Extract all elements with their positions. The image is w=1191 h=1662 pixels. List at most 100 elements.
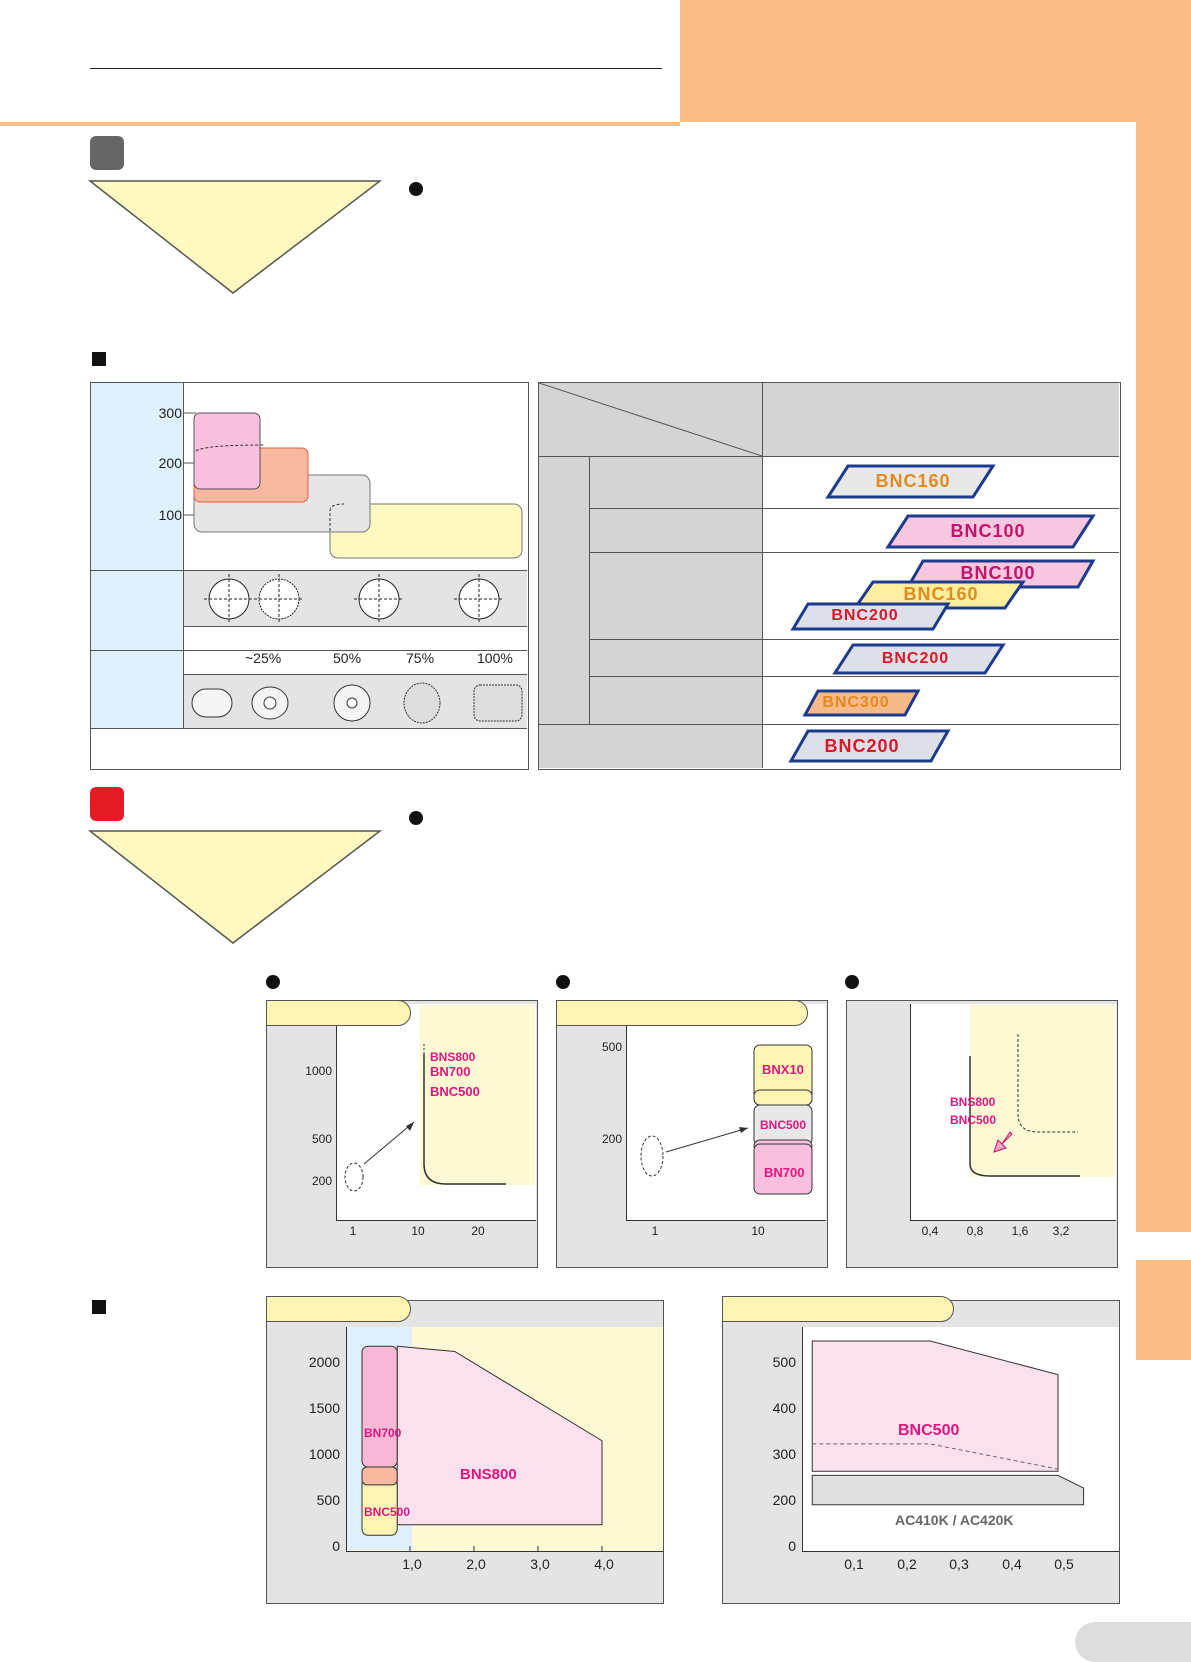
- pct-50: 50%: [333, 650, 362, 666]
- br-y-300: 300: [772, 1446, 796, 1462]
- panel-a-y-500: 500: [311, 1132, 332, 1146]
- panel-b-label-bnc500: BNC500: [760, 1118, 807, 1132]
- grade-label-6: BNC200: [881, 650, 950, 667]
- area-bns800: [396, 1345, 603, 1526]
- panel-a-x-1: 1: [349, 1224, 357, 1238]
- panel-a-label-bn700: BN700: [430, 1064, 471, 1079]
- bl-label-bns800: BNS800: [460, 1466, 517, 1483]
- bottom-right-areas: [811, 1340, 1085, 1506]
- grade-label-2: BNC100: [950, 520, 1026, 541]
- panel-c-curve: [969, 1034, 1080, 1177]
- square-marker-2: [92, 1300, 106, 1314]
- left-chart-side-col: [91, 383, 183, 728]
- panel-b-y-200: 200: [601, 1132, 622, 1146]
- br-y-200: 200: [772, 1492, 796, 1508]
- grade-table-diagonal: [539, 383, 762, 456]
- panel-a-x-20: 20: [471, 1224, 485, 1238]
- area-bn700: [361, 1345, 398, 1468]
- yellow-triangle-1: [88, 180, 383, 294]
- br-dashed-line: [812, 1443, 1059, 1470]
- panel-c-x-08: 0,8: [966, 1224, 984, 1238]
- panel-c-label-bns800: BNS800: [950, 1095, 996, 1109]
- grade-label-3: BNC100: [960, 562, 1036, 583]
- br-y-500: 500: [772, 1354, 796, 1370]
- bl-x-10: 1,0: [402, 1556, 422, 1572]
- pct-100: 100%: [477, 650, 513, 666]
- cylinder-part-icon: [191, 688, 233, 718]
- bl-y-2000: 2000: [308, 1354, 340, 1370]
- panel-b-x-10: 10: [751, 1224, 765, 1238]
- panel-a-label-bns800: BNS800: [430, 1050, 476, 1064]
- br-x-02: 0,2: [897, 1556, 917, 1572]
- panel-b-label-bn700: BN700: [764, 1165, 805, 1180]
- area-pink: [193, 412, 261, 490]
- yellow-triangle-2: [88, 830, 383, 944]
- panel-b-label-bnx10: BNX10: [762, 1062, 804, 1077]
- grade-label-4: BNC160: [903, 583, 979, 604]
- bl-x-20: 2,0: [466, 1556, 486, 1572]
- bottom-left-tab: [266, 1296, 411, 1322]
- bl-y-1500: 1500: [308, 1400, 340, 1416]
- panel-c-label-bnc500: BNC500: [950, 1113, 997, 1127]
- table-hline-3: [589, 639, 1119, 640]
- shape-round-icon: [204, 574, 254, 624]
- br-label-ac410k: AC410K / AC420K: [895, 1512, 1014, 1528]
- left-y-tick-100: 100: [158, 507, 182, 523]
- panel-b-y-500: 500: [601, 1040, 622, 1054]
- grade-label-8: BNC200: [824, 735, 900, 756]
- ring-part-icon: [251, 686, 289, 720]
- spline-part-icon: [473, 684, 523, 722]
- side-tab: [1136, 1260, 1191, 1360]
- parts-row-line: [184, 674, 527, 675]
- side-band: [1136, 122, 1191, 1232]
- left-y-tick-300: 300: [158, 405, 182, 421]
- panel-b-x-1: 1: [651, 1224, 659, 1238]
- table-hline-0: [539, 456, 1119, 457]
- left-divider-3: [91, 728, 527, 729]
- panel-a-y-200: 200: [311, 1174, 332, 1188]
- panel-b-bars: [640, 1044, 813, 1195]
- grade-parallelograms: [788, 464, 1096, 763]
- shape-keyed-icon: [454, 574, 504, 624]
- area-overlap: [361, 1466, 398, 1486]
- pct-75: 75%: [406, 650, 435, 666]
- table-hline-1: [589, 508, 1119, 509]
- left-divider-2: [91, 650, 527, 651]
- section-badge-red: [90, 787, 124, 821]
- gear-part-icon: [403, 682, 441, 724]
- bl-y-1000: 1000: [308, 1446, 340, 1462]
- panel-a-tab: [266, 1000, 411, 1026]
- br-y-400: 400: [772, 1400, 796, 1416]
- square-marker-1: [92, 352, 106, 366]
- pct-25: ~25%: [245, 650, 282, 666]
- page-number-tab: [1075, 1622, 1191, 1662]
- bl-label-bnc500: BNC500: [364, 1505, 411, 1519]
- header-underline: [90, 68, 662, 69]
- panel-c-x-16: 1,6: [1011, 1224, 1029, 1238]
- left-divider-1: [91, 570, 527, 571]
- bl-y-0: 0: [332, 1538, 340, 1554]
- panel-a-curve: [344, 1044, 506, 1192]
- bottom-left-areas: [361, 1345, 603, 1551]
- shape-lobed-icon: [254, 574, 304, 624]
- flange-part-icon: [333, 684, 371, 722]
- left-col-divider: [183, 383, 184, 728]
- br-x-05: 0,5: [1054, 1556, 1074, 1572]
- bl-x-40: 4,0: [594, 1556, 614, 1572]
- table-vline-2: [589, 456, 590, 724]
- left-y-tick-200: 200: [158, 455, 182, 471]
- left-area-chart: [184, 412, 523, 559]
- table-hline-4: [589, 676, 1119, 677]
- grade-label-5: BNC200: [831, 607, 899, 624]
- bl-x-30: 3,0: [530, 1556, 550, 1572]
- bottom-right-tab: [722, 1296, 954, 1322]
- panel-c-yellow-region: [970, 1005, 1115, 1177]
- bullet-panel-c: [845, 975, 859, 989]
- br-y-0: 0: [788, 1538, 796, 1554]
- workpiece-shapes: [204, 574, 504, 624]
- panel-a-y-1000: 1000: [305, 1064, 332, 1078]
- shape-row-line: [184, 626, 527, 627]
- header-band-top: [680, 0, 1191, 122]
- bl-y-500: 500: [316, 1492, 340, 1508]
- br-x-01: 0,1: [844, 1556, 864, 1572]
